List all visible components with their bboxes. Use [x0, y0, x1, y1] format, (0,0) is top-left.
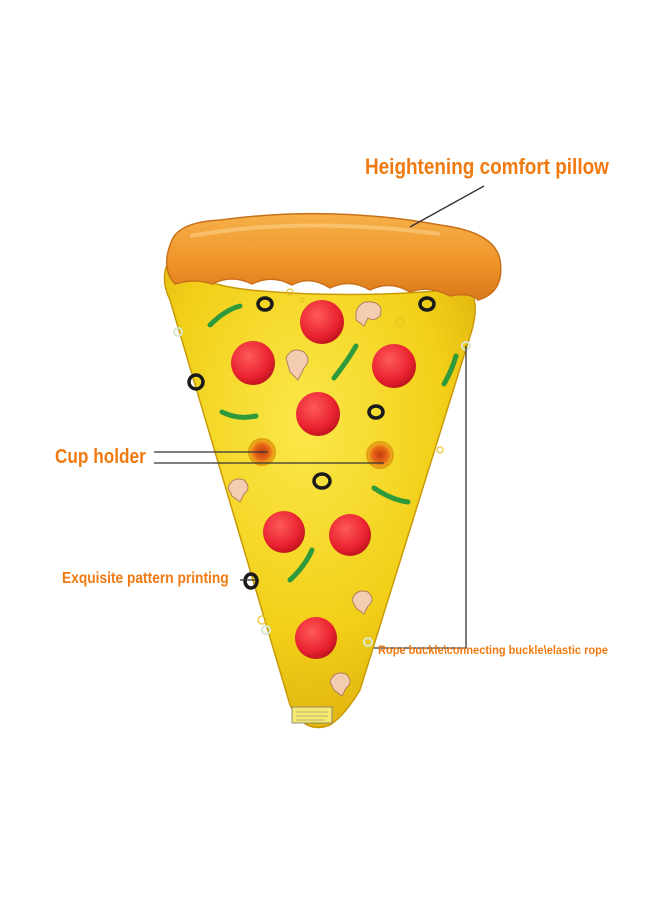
callout-exquisite-pattern-printing: Exquisite pattern printing: [62, 570, 229, 587]
mushroom-toppings: [227, 301, 382, 697]
pepperoni-toppings: [231, 300, 416, 659]
crust-pillow: [166, 212, 502, 301]
warning-label: [291, 706, 333, 724]
callout-heightening-comfort-pillow: Heightening comfort pillow: [365, 154, 609, 179]
pepper-toppings: [207, 303, 459, 583]
callout-cup-holder: Cup holder: [55, 446, 146, 468]
leader-lines: [154, 185, 485, 649]
callout-rope-buckle: Rope buckle\connecting buckle\elastic ro…: [378, 643, 609, 657]
olive-toppings: [187, 296, 436, 590]
